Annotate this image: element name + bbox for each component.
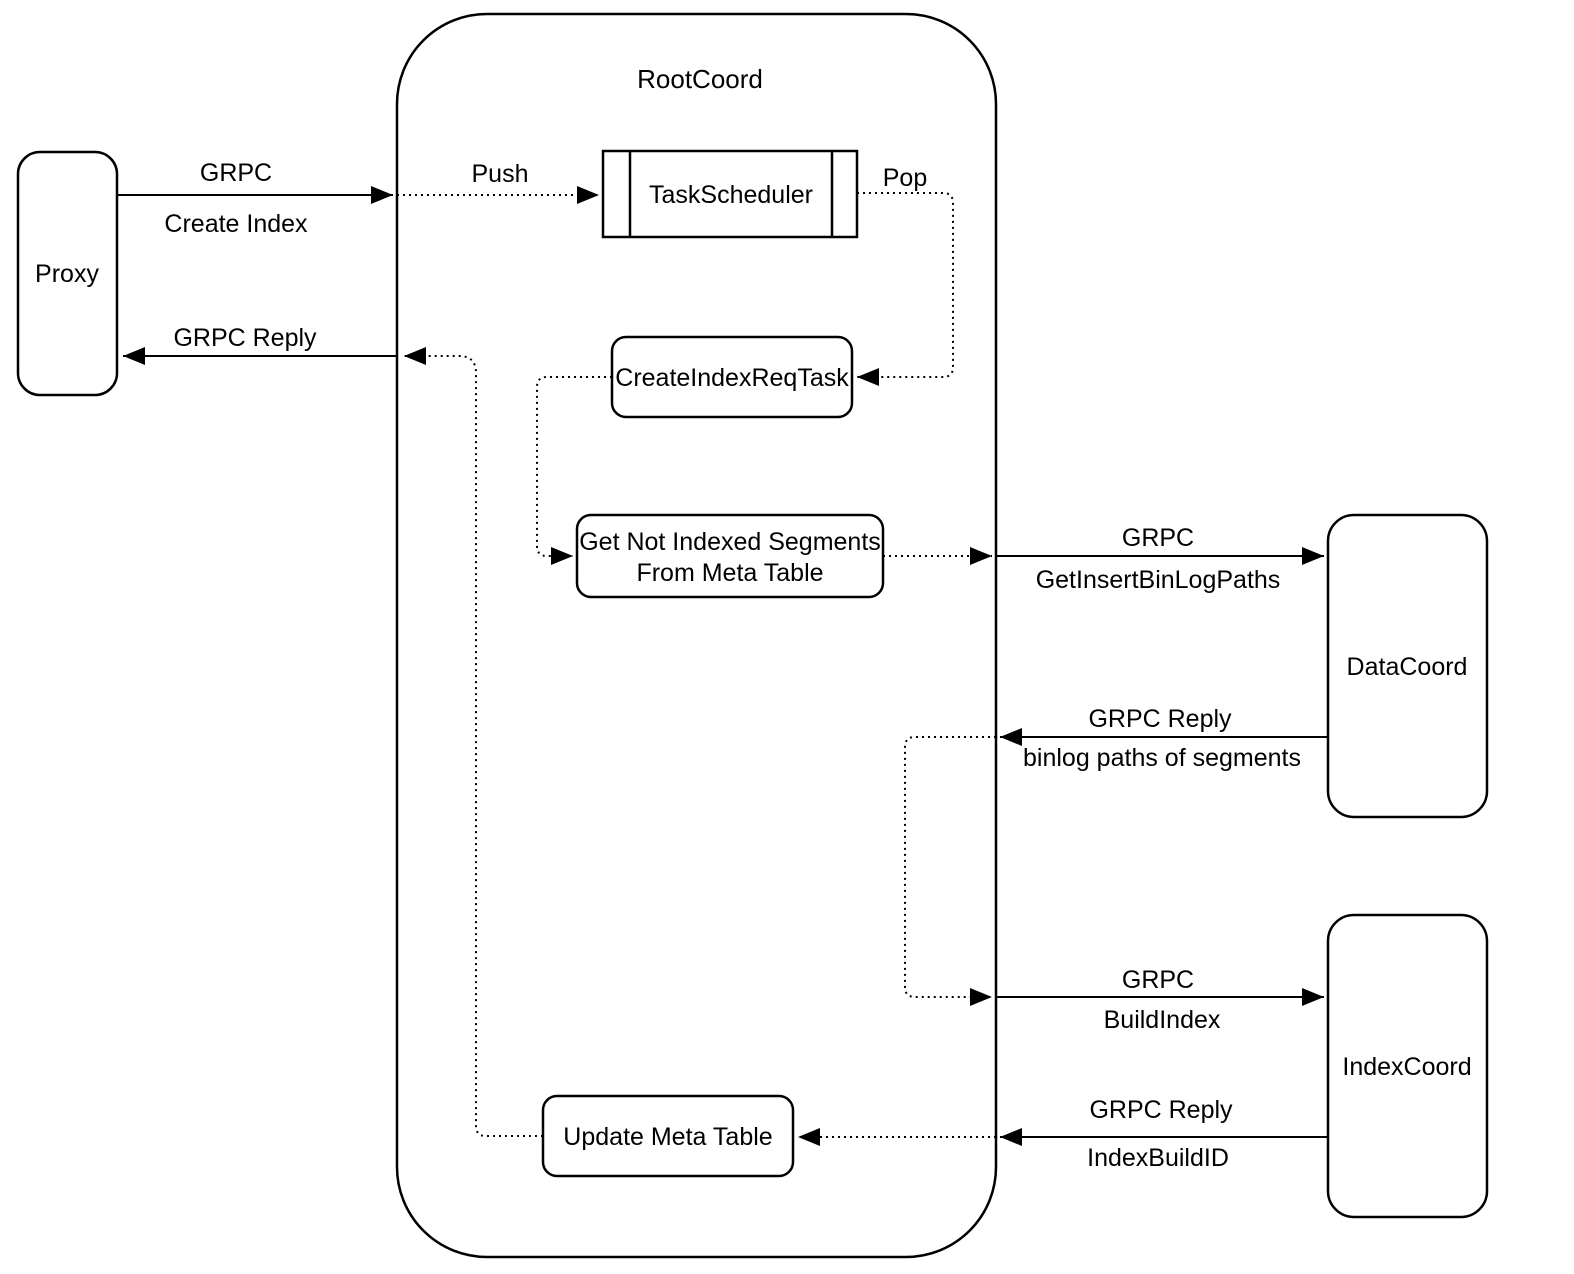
node-taskscheduler-label: TaskScheduler	[649, 181, 813, 209]
node-proxy-label: Proxy	[35, 260, 99, 288]
edge-task-to-get-not-indexed	[536, 376, 612, 565]
label-grpc-reply-indexbuildid-top: GRPC Reply	[1089, 1096, 1233, 1124]
label-grpc-getinsertbinlogpaths-top: GRPC	[1122, 524, 1194, 552]
edge-pop	[857, 192, 954, 386]
label-grpc-getinsertbinlogpaths-bottom: GetInsertBinLogPaths	[1036, 566, 1281, 594]
node-create-index-req-task-label: CreateIndexReqTask	[615, 364, 849, 392]
label-grpc-reply-binlog-bottom: binlog paths of segments	[1023, 744, 1301, 772]
node-indexcoord	[1326, 913, 1489, 1219]
label-grpc-buildindex-top: GRPC	[1122, 966, 1194, 994]
label-pop: Pop	[883, 164, 927, 192]
label-grpc-reply-binlog-top: GRPC Reply	[1088, 705, 1232, 733]
label-grpc-create-index-top: GRPC	[200, 159, 272, 187]
edge-binlog-reply-to-buildindex	[904, 736, 996, 1006]
node-datacoord-label: DataCoord	[1347, 653, 1468, 681]
node-rootcoord-label: RootCoord	[637, 64, 763, 94]
node-proxy	[16, 150, 119, 397]
label-grpc-reply-to-proxy: GRPC Reply	[173, 324, 317, 352]
label-grpc-reply-indexbuildid-bottom: IndexBuildID	[1087, 1144, 1229, 1172]
label-grpc-create-index-bottom: Create Index	[164, 210, 308, 238]
node-indexcoord-label: IndexCoord	[1342, 1053, 1471, 1081]
node-get-not-indexed-line2: From Meta Table	[636, 559, 823, 587]
node-get-not-indexed-line1: Get Not Indexed Segments	[579, 528, 881, 556]
label-push: Push	[472, 160, 529, 188]
node-datacoord	[1326, 513, 1489, 819]
label-grpc-buildindex-bottom: BuildIndex	[1104, 1006, 1221, 1034]
node-taskscheduler	[601, 149, 859, 239]
node-rootcoord-container	[395, 12, 998, 1259]
node-update-meta-table-label: Update Meta Table	[563, 1123, 772, 1151]
edge-update-meta-to-grpc-reply	[404, 347, 543, 1137]
